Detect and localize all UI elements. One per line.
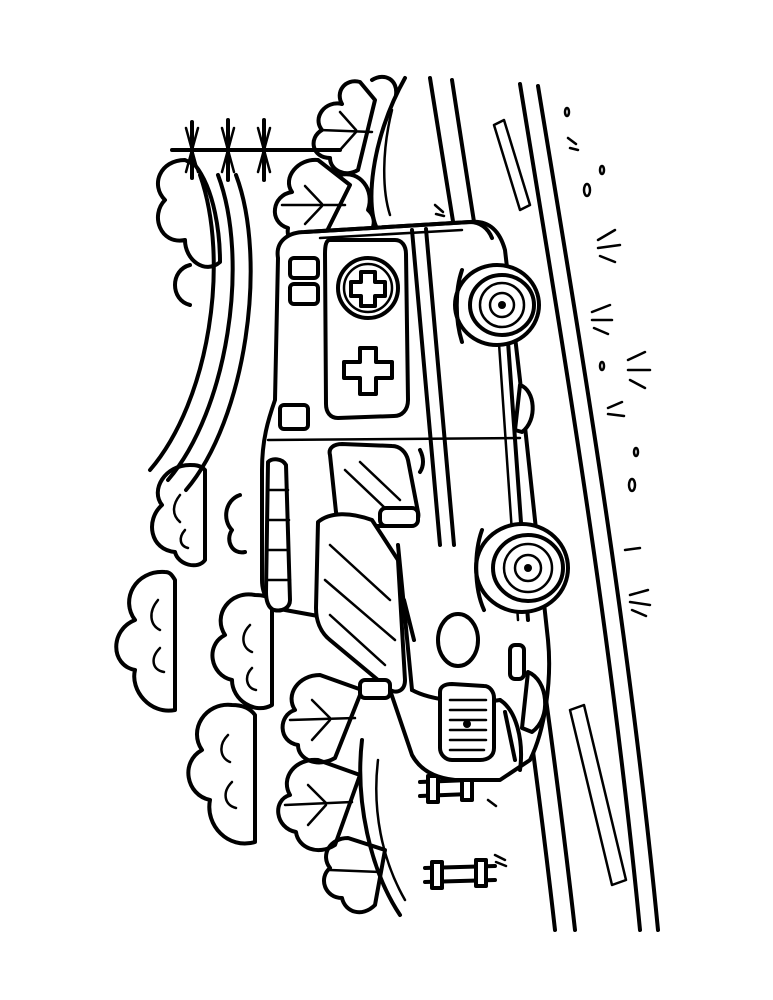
cloud-icon [210,592,274,711]
wheel-icon [474,522,570,614]
grass-icon [433,106,652,868]
medical-cross-icon [336,256,400,320]
utility-pole-icon [148,118,342,492]
cloud-icon [186,702,257,846]
guardrail-icon [418,772,497,890]
cloud-icon [114,569,177,713]
tree-icon [280,673,364,765]
wheel-icon [453,263,541,347]
medical-cross-icon [342,346,394,396]
tree-icon [276,757,362,852]
cloud-icon [224,493,247,555]
tree-icon [322,836,387,915]
cloud-icon [150,463,207,568]
ambulance-icon [260,219,570,782]
tree-icon [311,74,399,176]
cloud-icon [155,158,222,307]
